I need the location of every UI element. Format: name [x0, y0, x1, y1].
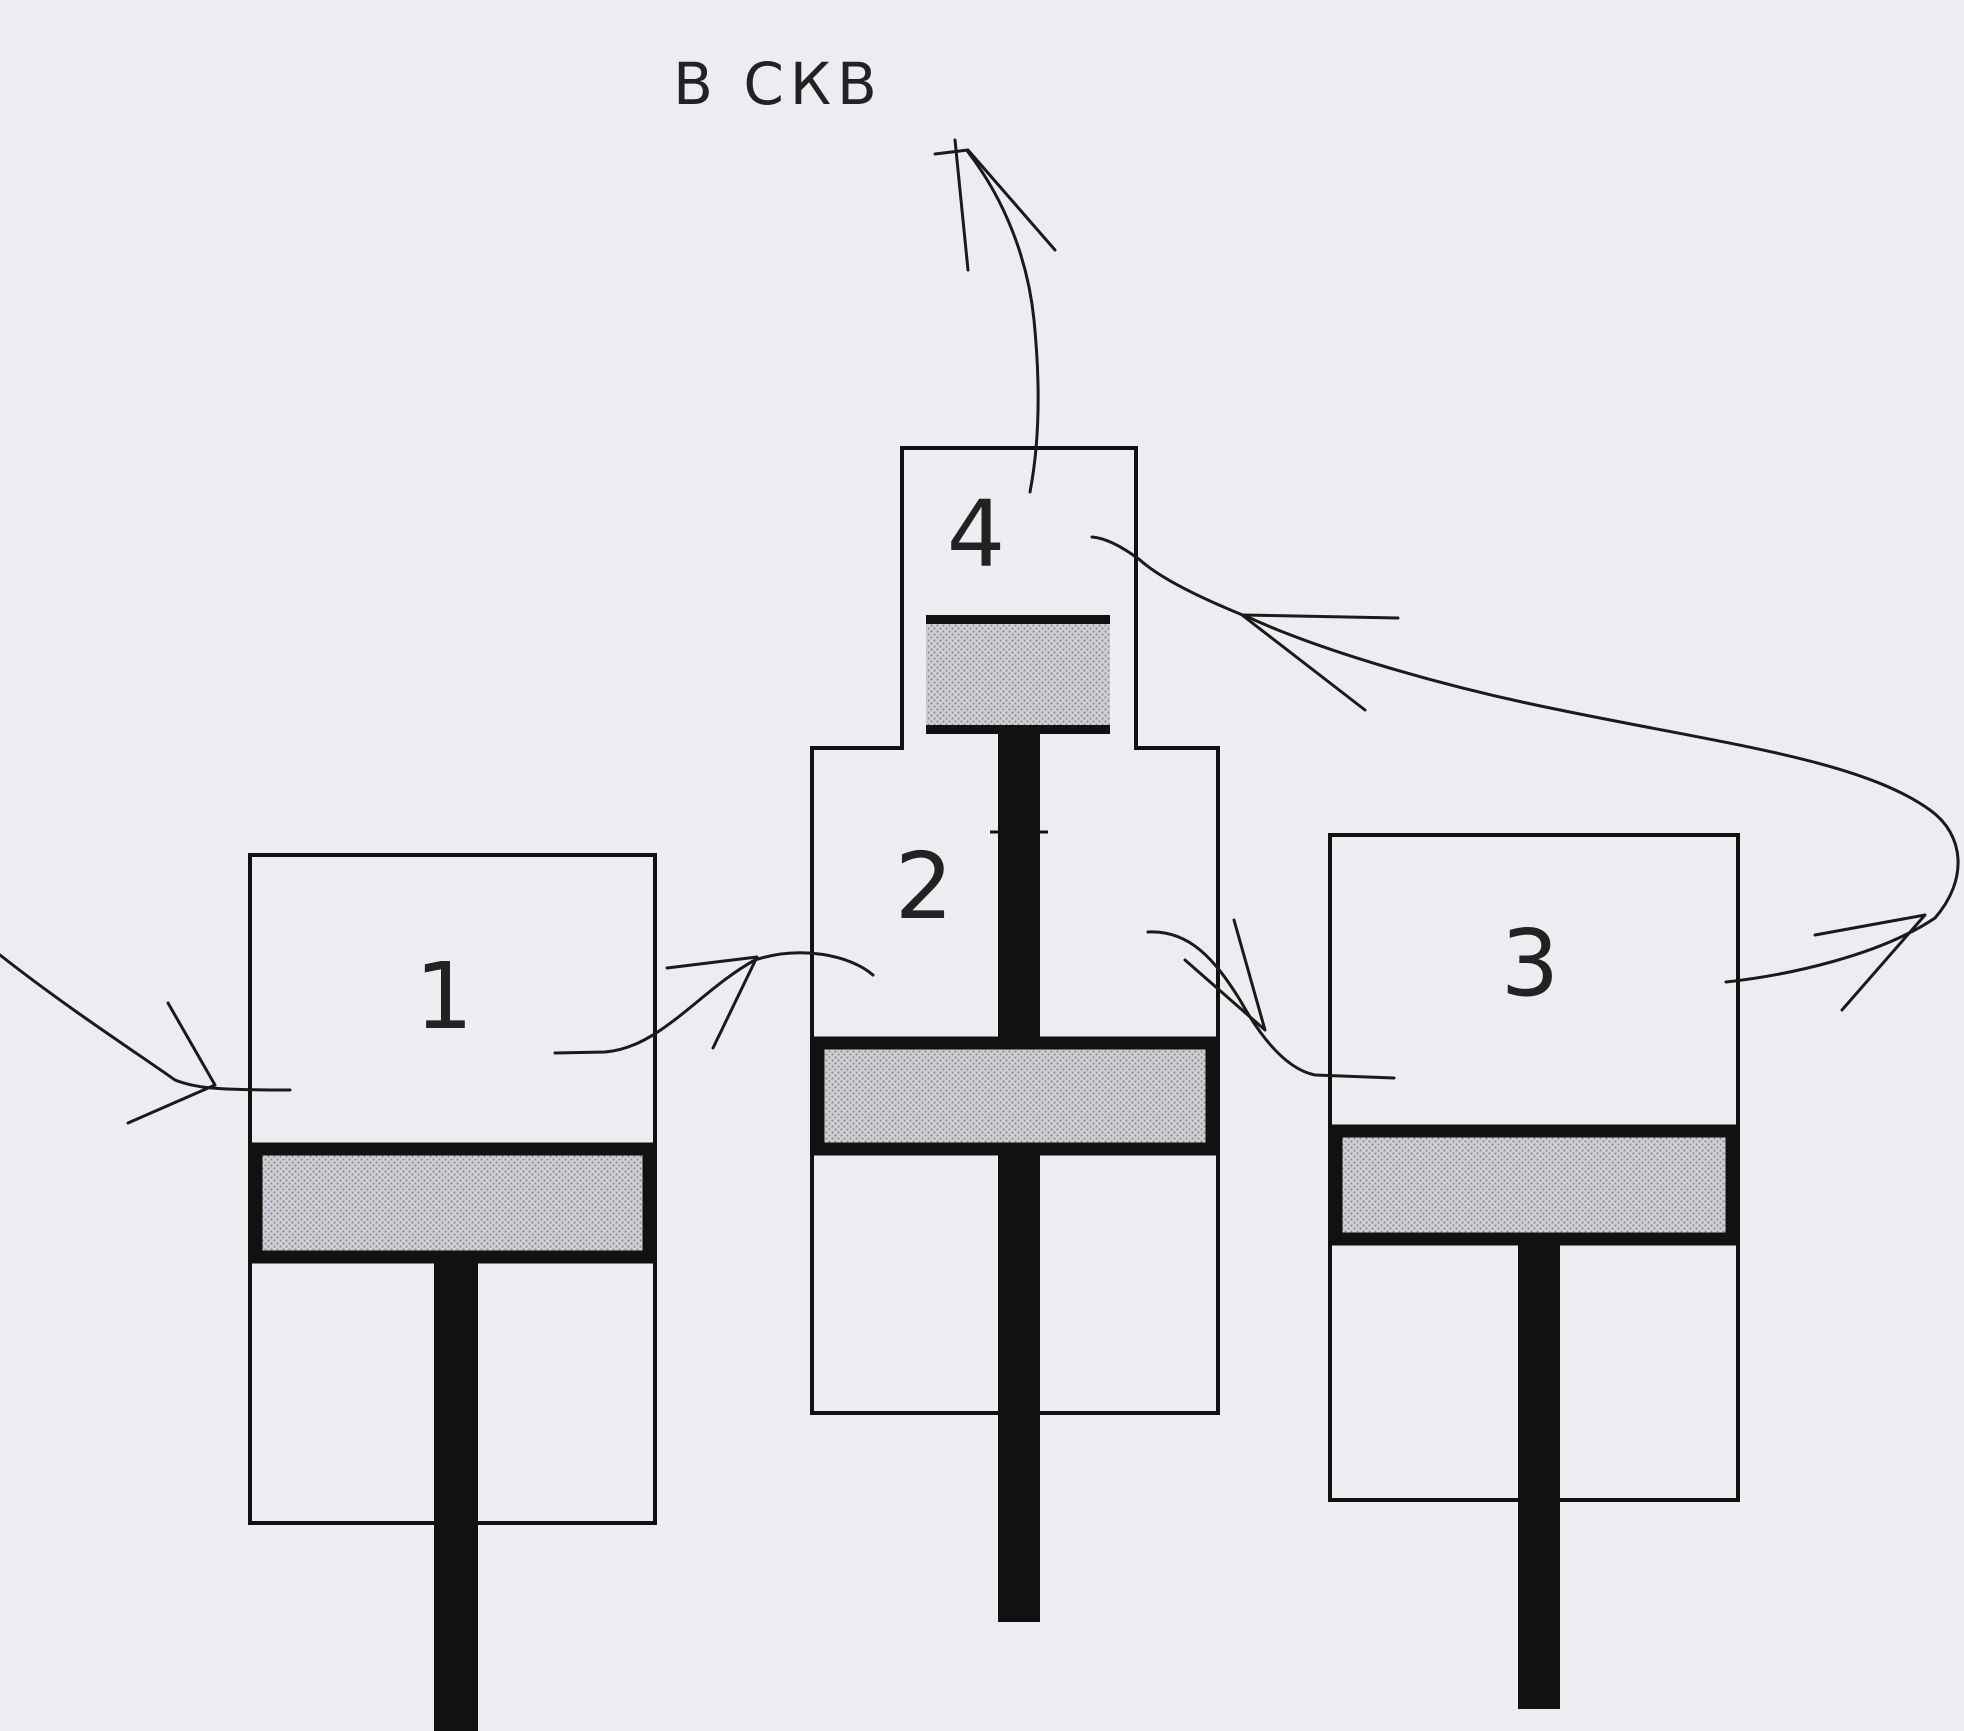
flow-inlet-arrow — [0, 953, 292, 1125]
chamber-1-label: 1 — [415, 943, 474, 1050]
cylinder-4-piston-bottom — [926, 725, 1110, 734]
cylinder-3-rod — [1518, 1245, 1560, 1709]
flow-output-arrow — [933, 138, 1057, 494]
cylinder-1: 1 — [248, 853, 657, 1731]
cylinder-4-piston — [926, 617, 1110, 732]
cylinder-2-body — [810, 446, 1220, 1415]
cylinder-1-rod — [434, 1263, 478, 1731]
chamber-3-label: 3 — [1501, 910, 1560, 1017]
chamber-2-label: 2 — [895, 833, 954, 940]
chamber-4-label: 4 — [947, 481, 1006, 588]
cylinder-2-rod-upper — [998, 734, 1040, 1044]
cylinder-2-piston — [811, 1036, 1219, 1156]
cylinder-3: 3 — [1328, 833, 1740, 1709]
flow-3-to-4-arrow — [1090, 535, 1960, 1012]
output-caption: В СКВ — [673, 50, 883, 118]
flow-2-to-3-arrow — [1146, 918, 1396, 1080]
cylinder-3-piston — [1329, 1124, 1739, 1246]
flow-1-to-2-arrow — [553, 951, 875, 1055]
cylinder-2-rod-lower — [998, 1155, 1040, 1622]
cylinder-2: 2 4 — [810, 446, 1220, 1622]
cylinder-1-piston — [249, 1142, 656, 1264]
cylinder-4-piston-top — [926, 615, 1110, 624]
